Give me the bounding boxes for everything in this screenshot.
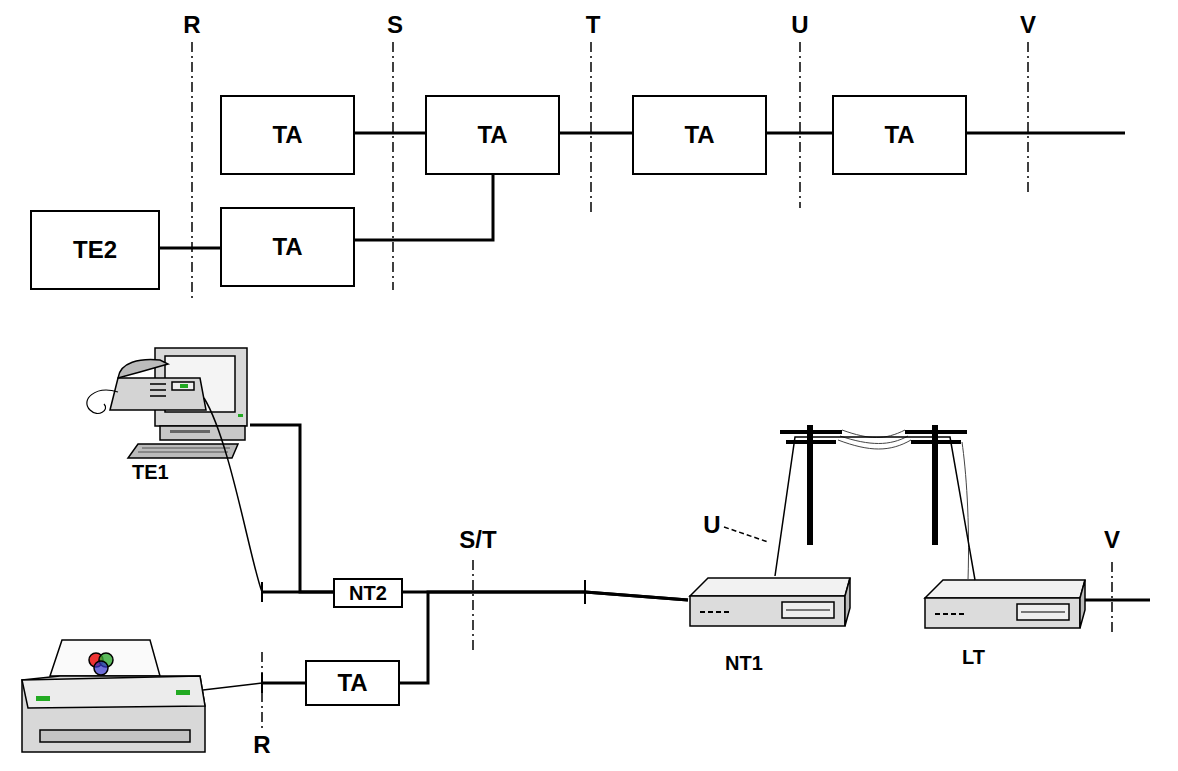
node-label: TE1 — [132, 461, 169, 483]
nt1-device: NT1 — [688, 576, 850, 676]
connector-path — [400, 592, 688, 683]
adapter-box: TA — [632, 95, 767, 175]
telephone-poles — [780, 425, 969, 580]
connector-line — [400, 592, 688, 683]
connector-line — [160, 248, 220, 249]
connector-path — [355, 175, 493, 240]
telephone-wire — [204, 398, 585, 604]
reference-point-label: R — [251, 732, 272, 758]
reference-point-label: U — [701, 512, 722, 538]
reference-point-label: V — [1102, 527, 1122, 553]
connector-line — [775, 437, 975, 580]
nt1-device — [690, 578, 850, 626]
node-label: NT2 — [349, 582, 387, 604]
connector-path — [767, 132, 832, 135]
node-label: TA — [272, 234, 302, 260]
connector-path — [250, 425, 333, 592]
printer-icon — [22, 640, 205, 752]
printer-wire — [203, 673, 305, 693]
reference-point-label: R — [181, 12, 202, 38]
node-label: TE2 — [73, 237, 117, 263]
terminal-box: TE2 — [30, 210, 160, 290]
reference-point-label: V — [1018, 12, 1038, 38]
adapter-box: TA — [220, 95, 355, 175]
computer-terminal: TE1 — [120, 345, 250, 485]
node-label: LT — [962, 646, 985, 668]
adapter-box: TA — [220, 207, 355, 287]
reference-point-label: T — [584, 12, 603, 38]
connector-line — [250, 425, 333, 592]
connector-line — [355, 133, 425, 134]
adapter-box: TA — [305, 660, 400, 706]
connector-path — [160, 247, 220, 250]
connector-line — [767, 133, 832, 134]
node-label: NT1 — [725, 652, 763, 674]
reference-point-label: U — [789, 12, 810, 38]
connector-line — [560, 133, 632, 134]
connector-path — [560, 132, 632, 135]
lt-device — [925, 580, 1085, 628]
node-label: TA — [684, 122, 714, 148]
node-label: TA — [272, 122, 302, 148]
reference-point-label: S/T — [457, 527, 498, 553]
node-label: TA — [477, 122, 507, 148]
open-line — [967, 133, 1150, 600]
connector-path — [355, 132, 425, 135]
node-label: TA — [337, 670, 367, 696]
nt2-box: NT2 — [333, 578, 403, 608]
adapter-box: TA — [425, 95, 560, 175]
reference-lines — [192, 42, 1112, 728]
telephone-icon — [87, 360, 206, 414]
lt-device: LT — [922, 580, 1082, 670]
adapter-box: TA — [832, 95, 967, 175]
connector-line — [355, 175, 493, 240]
reference-point-label: S — [385, 12, 405, 38]
node-label: TA — [884, 122, 914, 148]
leader-line — [724, 527, 768, 542]
connector-path — [775, 437, 975, 580]
